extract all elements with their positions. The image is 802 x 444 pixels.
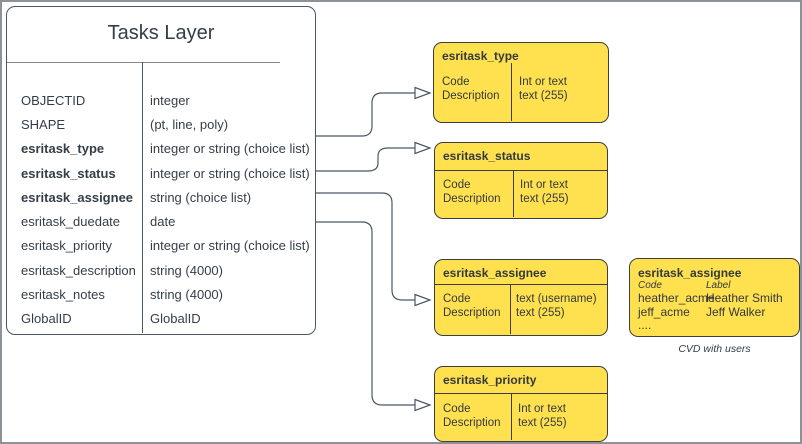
domain-description-label: Description [442,90,500,102]
domain-code-label: Code [443,179,471,191]
domain-left-cell: Code Description [442,75,500,103]
field-name: esritask_notes [21,287,105,303]
cvd-label: Jeff Walker [706,304,766,319]
field-type: string (4000) [150,262,223,278]
table-row: GlobalID GlobalID [7,307,315,331]
domain-title: esritask_priority [443,373,537,387]
domain-description-type: text (255) [520,193,569,205]
field-name: esritask_duedate [21,214,121,230]
connector-esritask-type [316,92,415,137]
domain-description-label: Description [443,307,501,319]
title-divider [7,62,280,63]
domain-title: esritask_assignee [443,266,547,280]
domain-right-cell: Int or text text (255) [520,178,569,206]
cvd-title: esritask_assignee [638,266,742,280]
field-type: GlobalID [150,311,201,327]
domain-left-cell: Code Description [443,292,501,320]
connector-esritask-assignee [316,192,415,301]
table-row: esritask_description string (4000) [7,258,315,282]
field-type: integer or string (choice list) [150,141,310,157]
cvd-label: Heather Smith [706,291,783,305]
open-arrow-icon [414,86,432,100]
cvd-code: heather_acme [638,291,715,305]
column-divider [142,62,143,333]
domain-description-label: Description [443,417,501,429]
list-item: heather_acme Heather Smith [638,291,795,305]
cvd-rows: heather_acme Heather Smith jeff_acme Jef… [638,291,795,332]
domain-right-cell: Int or text text (255) [518,402,567,430]
open-arrow-icon [414,293,432,307]
field-name: esritask_description [21,262,136,278]
table-row: esritask_notes string (4000) [7,282,315,306]
cvd-caption: CVD with users [678,343,751,355]
field-name: OBJECTID [21,92,86,108]
domain-right-cell: text (username) text (255) [516,292,597,320]
domain-code-type: Int or text [518,403,566,415]
list-item: jeff_acme Jeff Walker [638,305,795,319]
cvd-column-headers: Code Label [638,280,795,291]
field-name: esritask_assignee [21,189,134,205]
cvd-label-header: Label [706,280,731,291]
domain-description-type: text (255) [516,307,565,319]
domain-column-divider [511,63,512,121]
field-type: integer or string (choice list) [150,165,310,181]
table-row: esritask_priority integer or string (cho… [7,234,315,258]
field-type: string (choice list) [150,189,252,205]
cvd-users-box: esritask_assignee Code Label heather_acm… [629,258,800,337]
connector-esritask-priority [316,221,415,406]
domain-description-type: text (255) [519,90,568,102]
domain-code-label: Code [443,403,471,415]
domain-code-label: Code [442,76,470,88]
tasks-layer-table: Tasks Layer OBJECTID integer SHAPE (pt, … [6,6,316,335]
domain-box-esritask-status: esritask_status Code Description Int or … [434,142,608,219]
domain-code-type: text (username) [516,293,597,305]
domain-title-divider [435,284,607,285]
table-row: esritask_duedate date [7,209,315,233]
table-row: OBJECTID integer [7,88,315,112]
field-list: OBJECTID integer SHAPE (pt, line, poly) … [7,88,315,331]
domain-code-type: Int or text [520,179,568,191]
domain-title: esritask_status [443,149,531,163]
domain-description-label: Description [443,193,501,205]
table-row: SHAPE (pt, line, poly) [7,112,315,136]
cvd-code: jeff_acme [638,304,690,319]
domain-box-esritask-priority: esritask_priority Code Description Int o… [434,366,608,442]
table-row: esritask_type integer or string (choice … [7,137,315,161]
field-type: date [150,214,176,230]
field-name: GlobalID [21,311,72,327]
field-type: integer [150,92,190,108]
domain-title: esritask_type [442,49,519,63]
domain-title-divider [435,393,607,394]
domain-box-esritask-type: esritask_type Code Description Int or te… [433,42,609,123]
table-row: esritask_assignee string (choice list) [7,185,315,209]
connector-esritask-status [316,147,415,172]
domain-left-cell: Code Description [443,402,501,430]
domain-code-label: Code [443,293,471,305]
tasks-layer-title: Tasks Layer [107,22,215,44]
domain-right-cell: Int or text text (255) [519,75,568,103]
domain-description-type: text (255) [518,417,567,429]
domain-left-cell: Code Description [443,178,501,206]
field-name: esritask_status [21,165,116,181]
field-name: esritask_priority [21,238,113,254]
open-arrow-icon [414,141,432,155]
field-type: integer or string (choice list) [150,238,310,254]
domain-column-divider [510,284,511,334]
table-row: esritask_status integer or string (choic… [7,161,315,185]
open-arrow-icon [414,398,432,412]
domain-column-divider [511,393,512,440]
domain-title-divider [435,170,607,171]
field-type: (pt, line, poly) [150,116,229,132]
domain-column-divider [513,170,514,217]
field-type: string (4000) [150,287,223,303]
domain-code-type: Int or text [519,76,567,88]
field-name: SHAPE [21,116,66,132]
field-name: esritask_type [21,141,105,157]
list-item: .... [638,318,795,332]
domain-box-esritask-assignee: esritask_assignee Code Description text … [434,259,608,336]
cvd-code-header: Code [638,280,662,291]
cvd-code: .... [638,318,652,332]
